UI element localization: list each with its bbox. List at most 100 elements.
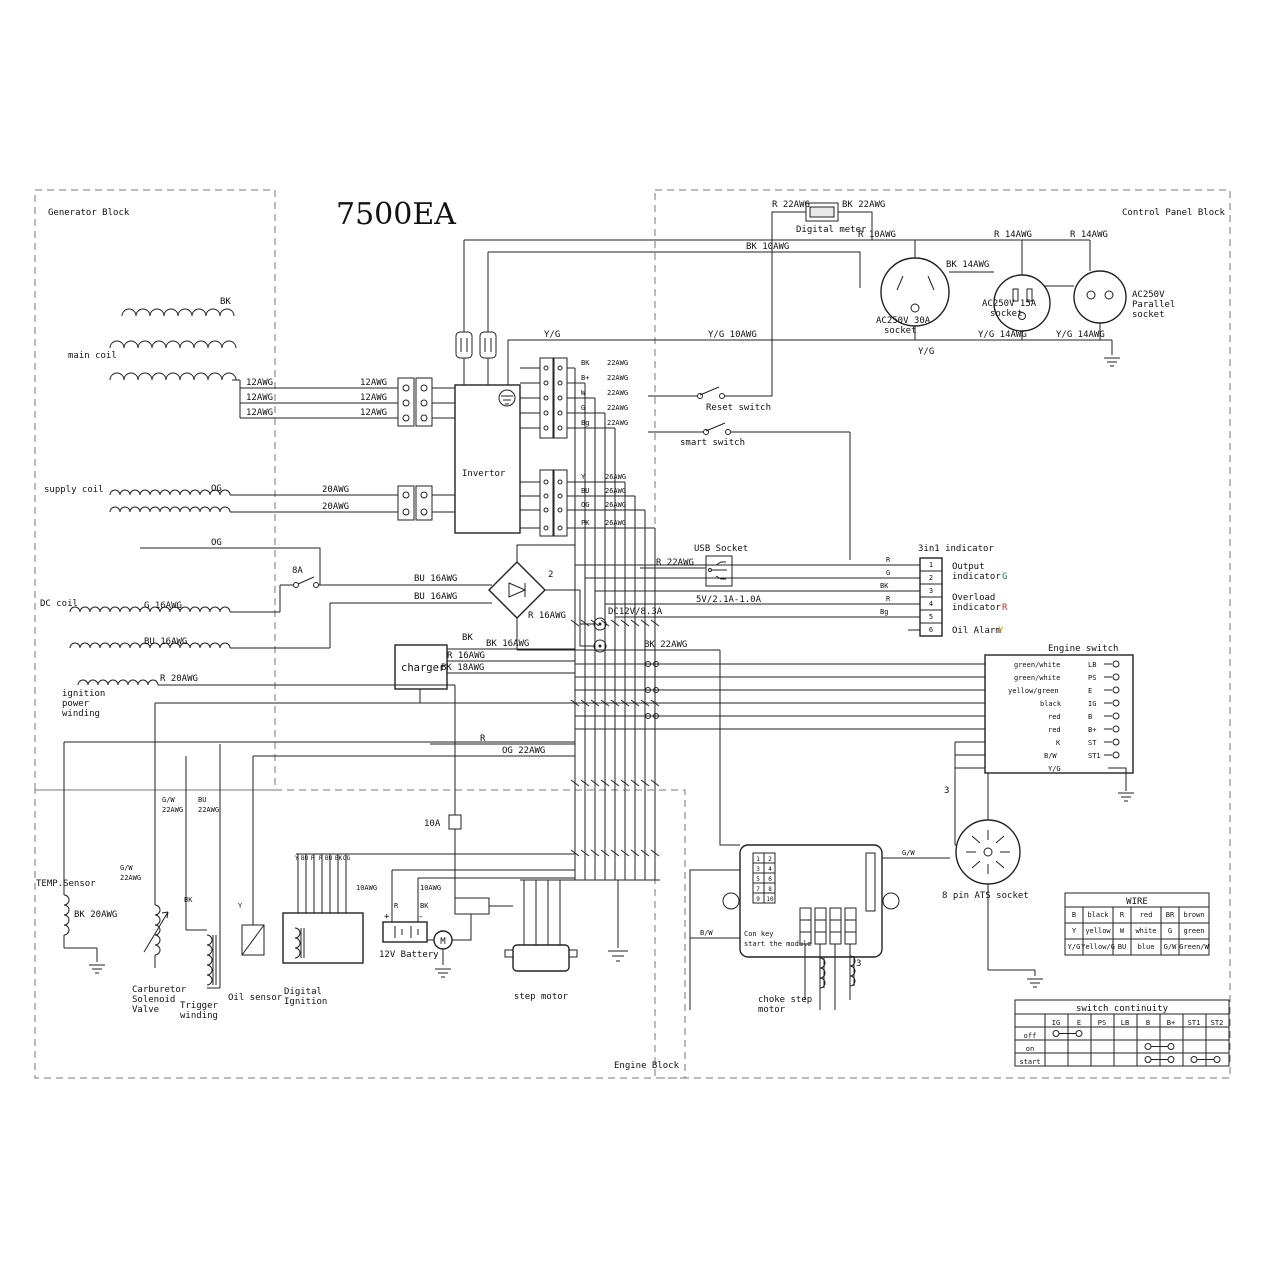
wire-label: R <box>394 902 399 910</box>
wire-label: 3 <box>856 959 861 969</box>
dc-coil-label: DC coil <box>40 599 78 609</box>
plug-icon <box>455 331 473 359</box>
middle-bus <box>520 367 660 945</box>
smart-switch-label: smart switch <box>680 438 745 448</box>
pin-number: 10 <box>766 896 774 903</box>
wire-table-title: WIRE <box>1126 897 1148 907</box>
wire-label: 26AWG <box>605 501 626 509</box>
wire-label: BK <box>880 582 889 590</box>
wire-label: black <box>1040 700 1062 708</box>
wire-label: OG <box>211 484 222 494</box>
pin-label: R <box>319 855 323 862</box>
table-cell: Y/G <box>1068 943 1081 951</box>
supply-coil-connector <box>397 485 415 521</box>
pin-label: OG <box>343 855 351 862</box>
wire-label: BK 22AWG <box>842 200 885 210</box>
pin-number: 5 <box>929 613 933 621</box>
wire-label: 22AWG <box>607 374 628 382</box>
pin-label: IG <box>1088 700 1096 708</box>
diode-icon <box>508 582 527 598</box>
wire-label: R 20AWG <box>160 674 198 684</box>
ground-icon <box>435 968 451 978</box>
oil-sensor-label: Oil sensor <box>228 993 283 1003</box>
pin-number: 4 <box>768 866 772 873</box>
wire-label: 12AWG <box>246 408 273 418</box>
row-label: start <box>1019 1058 1040 1066</box>
wire-label: BK 20AWG <box>74 910 117 920</box>
table-cell: W <box>1120 927 1125 935</box>
socket-15a-label: AC250V 15A <box>982 299 1037 309</box>
wire-label: R 14AWG <box>1070 230 1108 240</box>
wire-label: 22AWG <box>607 359 628 367</box>
wire-label: R <box>480 734 486 744</box>
wire-label: R 22AWG <box>772 200 810 210</box>
battery-label: 12V Battery <box>379 950 439 960</box>
wire-label: green/white <box>1014 661 1060 669</box>
column-header: ST1 <box>1188 1019 1201 1027</box>
smart-switch: smart switch <box>648 422 851 560</box>
wire-label: B/W <box>700 929 713 937</box>
wire-label: 22AWG <box>607 389 628 397</box>
table-cell: Yellow/G <box>1081 943 1115 951</box>
wire-label: green/white <box>1014 674 1060 682</box>
row-label: off <box>1024 1032 1037 1040</box>
table-cell: R <box>1120 911 1125 919</box>
digital-ignition-label: Ignition <box>284 997 327 1007</box>
fuse-label: 8A <box>292 566 303 576</box>
wire-label: R 16AWG <box>528 611 566 621</box>
usb-output-label: 5V/2.1A-1.0A <box>696 595 762 605</box>
supply-coil-connector <box>415 485 433 521</box>
wire-label: Y/G <box>544 330 560 340</box>
trigger-label: Trigger <box>180 1001 219 1011</box>
page-title: 7500EA <box>336 197 456 232</box>
carb-label: Carburetor <box>132 985 187 995</box>
output-indicator-label: Output <box>952 562 985 572</box>
motor-symbol: M <box>440 937 446 947</box>
digital-ignition-label: Digital <box>284 987 322 997</box>
wire-label: 12AWG <box>360 378 387 388</box>
choke-motor-label: choke step <box>758 995 812 1005</box>
ignition-power-winding: ignition power winding R 20AWG <box>62 674 198 719</box>
wire-label: BK <box>581 359 590 367</box>
column-header: IG <box>1052 1019 1060 1027</box>
wire-label: W <box>581 389 586 397</box>
carb-label: Valve <box>132 1005 159 1015</box>
engine-block-outline <box>34 789 686 1079</box>
inverter-connector-2: Y 26AWG BU 26AWG OG 26AWG PK 26AWG <box>539 469 626 537</box>
starter-motor: M <box>433 897 490 978</box>
socket-15a: AC250V 15A socket <box>982 274 1051 332</box>
pin-label: E <box>1088 687 1092 695</box>
wire-label: BU 16AWG <box>144 637 187 647</box>
table-cell: BR <box>1166 911 1175 919</box>
trigger-label: winding <box>180 1011 218 1021</box>
charger-label: charger <box>401 662 445 674</box>
wire-label: Y/G 14AWG <box>978 330 1027 340</box>
main-coil-connector <box>415 377 433 427</box>
pin-number: 6 <box>929 626 933 634</box>
pin-label: B+ <box>1088 726 1096 734</box>
table-cell: G <box>1168 927 1172 935</box>
row-label: on <box>1026 1045 1034 1053</box>
inverter-label: Invertor <box>462 469 506 479</box>
wire-label: 20AWG <box>322 502 349 512</box>
overload-indicator-label: Overload <box>952 593 995 603</box>
pin-label: BU <box>325 855 333 862</box>
wire-label: G <box>886 569 890 577</box>
wire-label: 10AWG <box>356 884 377 892</box>
wire-label: R 16AWG <box>447 651 485 661</box>
table-cell: G/W <box>1164 943 1177 951</box>
ground-icon <box>501 395 513 405</box>
table-cell: yellow <box>1085 927 1111 935</box>
wire-label: R 22AWG <box>656 558 694 568</box>
ats-socket-label: 8 pin ATS socket <box>942 891 1029 901</box>
engine-block-label: Engine Block <box>614 1061 680 1071</box>
wire-label: Y <box>581 473 586 481</box>
generator-block-label: Generator Block <box>48 208 130 218</box>
socket-30a: AC250V 30A socket <box>876 257 950 336</box>
wire-label: BK <box>420 902 429 910</box>
wire-label: BK 18AWG <box>441 663 484 673</box>
wire-label: G/W <box>162 796 175 804</box>
wire-label: BK <box>462 633 473 643</box>
column-header: B <box>1146 1019 1150 1027</box>
temp-sensor-label: TEMP.Sensor <box>36 879 96 889</box>
